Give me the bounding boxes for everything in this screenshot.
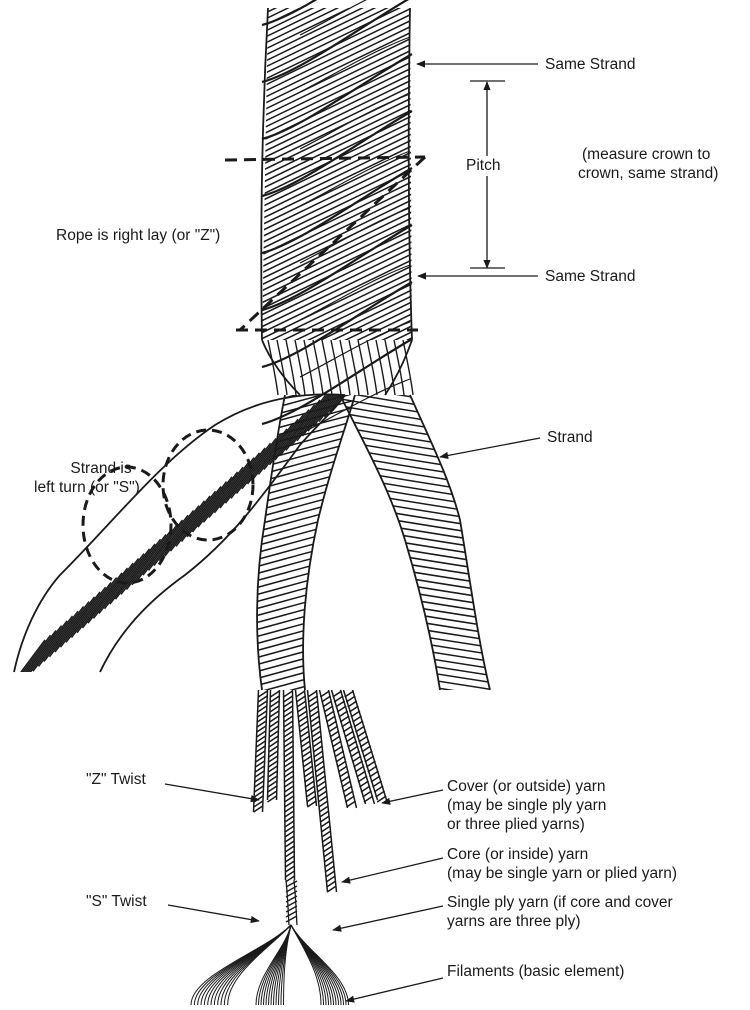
- label-strand-left-turn-2: left turn (or "S"): [34, 478, 140, 497]
- arrow-z-twist: [165, 784, 259, 800]
- label-filaments: Filaments (basic element): [447, 962, 624, 981]
- label-core-yarn-2: (may be single yarn or plied yarn): [447, 864, 677, 883]
- label-cover-yarn-2: (may be single ply yarn: [447, 796, 606, 815]
- arrow-filaments: [346, 978, 443, 1001]
- label-strand: Strand: [547, 428, 593, 447]
- right-strand: [335, 370, 495, 711]
- label-s-twist: "S" Twist: [86, 892, 147, 911]
- label-strand-left-turn-1: Strand is: [57, 459, 145, 478]
- twist-circles: [83, 430, 253, 583]
- label-core-yarn-1: Core (or inside) yarn: [447, 845, 588, 864]
- label-measure-note-1: (measure crown to: [582, 145, 710, 164]
- label-measure-note-2: crown, same strand): [578, 164, 718, 183]
- label-right-lay: Rope is right lay (or "Z"): [56, 226, 220, 245]
- label-z-twist: "Z" Twist: [86, 770, 146, 789]
- left-strand: [0, 309, 425, 700]
- label-cover-yarn-1: Cover (or outside) yarn: [447, 777, 606, 796]
- arrow-strand: [440, 438, 540, 457]
- single-ply-and-filaments: [191, 880, 349, 1005]
- label-same-strand-top: Same Strand: [545, 55, 635, 74]
- label-cover-yarn-3: or three plied yarns): [447, 815, 585, 834]
- label-single-ply-1: Single ply yarn (if core and cover: [447, 893, 673, 912]
- arrow-single-ply: [333, 906, 443, 930]
- label-same-strand-bottom: Same Strand: [545, 267, 635, 286]
- arrow-core-yarn: [342, 858, 443, 882]
- label-pitch: Pitch: [466, 156, 500, 175]
- yarns: [254, 690, 387, 892]
- arrow-s-twist: [168, 905, 259, 921]
- label-single-ply-2: yarns are three ply): [447, 912, 581, 931]
- arrow-cover-yarn: [382, 790, 443, 803]
